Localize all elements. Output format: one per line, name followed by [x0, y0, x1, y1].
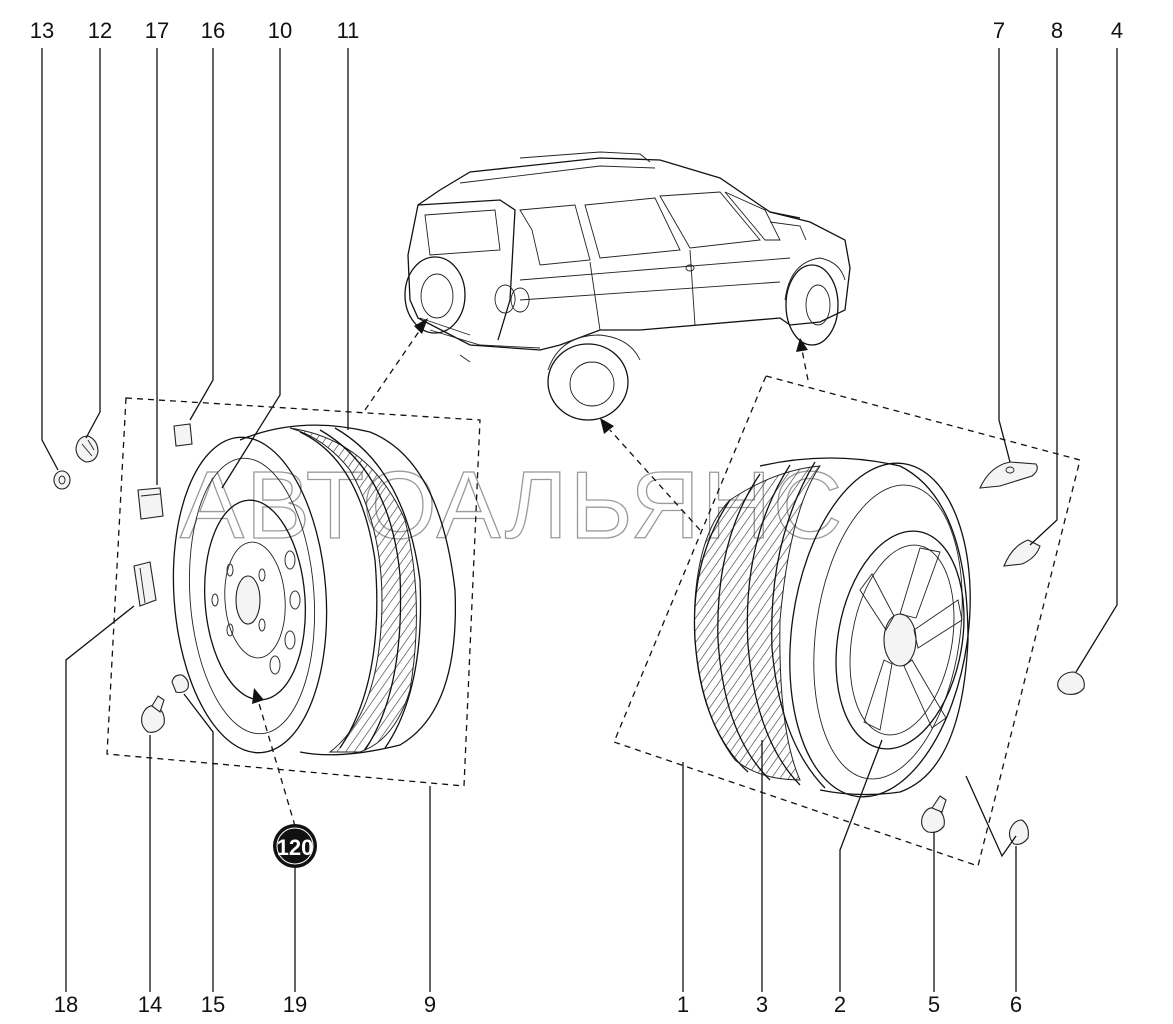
callout-8: 8: [1051, 18, 1063, 43]
balance-weight-clip-part: [979, 461, 1038, 489]
callout-11: 11: [337, 18, 360, 43]
balance-weight-clip-part-2: [1003, 539, 1041, 567]
leader-lines: [41, 48, 1118, 992]
steel-wheel: [172, 424, 457, 756]
callout-4: 4: [1111, 18, 1123, 43]
callout-9: 9: [424, 992, 436, 1017]
assembly-arrows: [252, 318, 809, 827]
wheel-bolt-part: [141, 695, 165, 733]
callout-3: 3: [756, 992, 768, 1017]
callout-16: 16: [201, 18, 225, 43]
reference-badge: 120: [273, 824, 317, 868]
wheel-bolt-part-right: [921, 795, 947, 833]
callout-15: 15: [201, 992, 225, 1017]
callout-10: 10: [268, 18, 292, 43]
callout-7: 7: [993, 18, 1005, 43]
callout-5: 5: [928, 992, 940, 1017]
balance-weight-medium: [137, 487, 164, 520]
hub-cap-part: [1057, 671, 1085, 695]
callout-17: 17: [145, 18, 169, 43]
callout-12: 12: [88, 18, 112, 43]
nut-cap-part: [75, 435, 99, 463]
balance-weight-large: [133, 561, 157, 607]
callout-1: 1: [677, 992, 689, 1017]
left-kit-frame: [106, 397, 481, 787]
callout-13: 13: [30, 18, 54, 43]
washer-part: [53, 470, 71, 490]
right-kit-frame: [613, 375, 1081, 867]
callout-19: 19: [283, 992, 307, 1017]
alloy-wheel: [693, 457, 971, 798]
badge-value: 120: [277, 835, 314, 860]
balance-weight-small: [173, 423, 193, 447]
callout-numbers: 13 12 17 16 10 11 7 8 4 18 14 15 19 9 1 …: [30, 18, 1123, 1017]
callout-6: 6: [1010, 992, 1022, 1017]
callout-18: 18: [54, 992, 78, 1017]
vehicle-illustration: [404, 151, 851, 421]
callout-14: 14: [138, 992, 162, 1017]
callout-2: 2: [834, 992, 846, 1017]
valve-part: [171, 674, 189, 694]
